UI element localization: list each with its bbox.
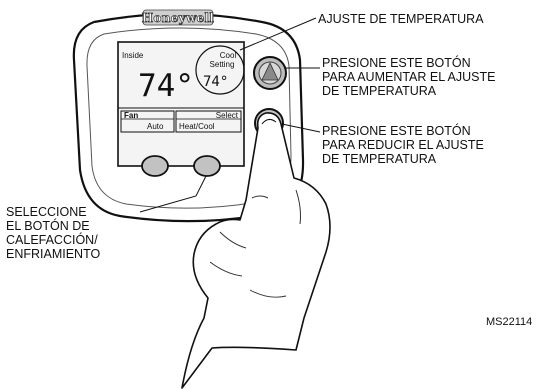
inside-label: Inside (122, 51, 144, 60)
knuckle-line-3 (209, 261, 243, 277)
heat-cool-select-button[interactable] (193, 155, 221, 177)
knuckle-line-4 (295, 189, 301, 225)
leader-temperature-setting (239, 17, 317, 51)
leader-down-button (281, 123, 321, 133)
brand-logo: Honeywell (142, 11, 215, 25)
callout-up-line1: PRESIONE ESTE BOTÓN (322, 55, 471, 70)
setting-circle (195, 45, 245, 95)
callout-up-line3: DE TEMPERATURA (322, 84, 437, 98)
callout-temperature-setting: AJUSTE DE TEMPERATURA (318, 12, 484, 26)
callout-select-line2: EL BOTÓN DE (6, 218, 90, 233)
select-label: Select (216, 111, 239, 120)
callout-down-line3: DE TEMPERATURA (322, 152, 437, 166)
inside-temperature: 74° (138, 68, 194, 104)
figure-code: MS22114 (486, 316, 532, 328)
lcd-screen (117, 41, 245, 167)
callout-up-line2: PARA AUMENTAR EL AJUSTE (322, 70, 495, 84)
up-triangle-icon (261, 62, 279, 81)
callout-select-line3: CALEFACCIÓN/ (6, 232, 98, 247)
palm-crease (249, 289, 287, 298)
cool-label: Cool (220, 51, 237, 60)
knuckle-line-1 (251, 195, 269, 199)
fingernail (261, 118, 277, 125)
callout-down-line1: PRESIONE ESTE BOTÓN (322, 123, 471, 138)
pointing-hand (181, 112, 331, 389)
leader-select-button (139, 175, 207, 213)
fan-value: Auto (147, 122, 164, 131)
fan-label: Fan (124, 111, 138, 120)
select-value: Heat/Cool (179, 122, 215, 131)
callout-select-line4: ENFRIAMIENTO (6, 247, 100, 261)
callout-select-line1: SELECCIONE (6, 205, 87, 219)
fan-button[interactable] (141, 155, 169, 177)
callout-down-line2: PARA REDUCIR EL AJUSTE (322, 138, 484, 152)
brand-badge (142, 9, 214, 26)
fan-softkey-label (120, 110, 175, 133)
select-softkey-label (175, 110, 242, 133)
setting-temperature: 74° (203, 74, 228, 90)
setting-label: Setting (210, 60, 235, 69)
knuckle-line-2 (219, 231, 247, 249)
